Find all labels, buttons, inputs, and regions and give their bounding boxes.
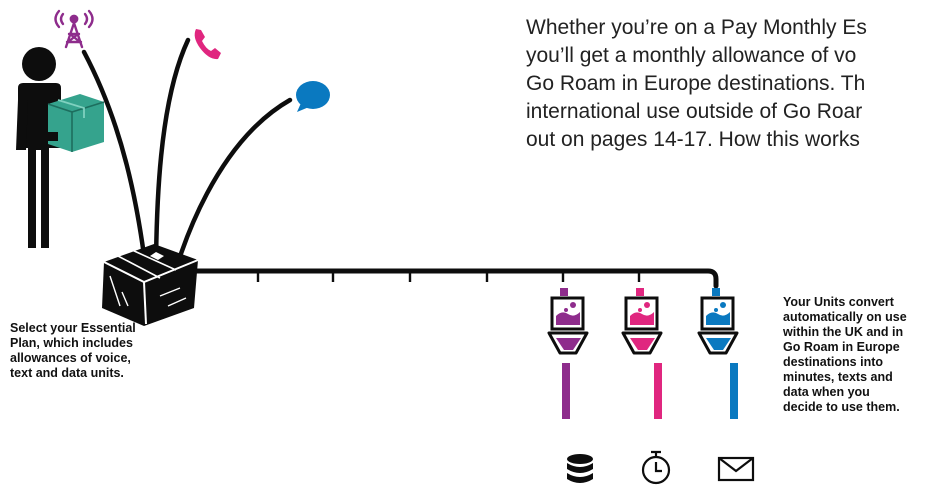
person-figure — [16, 47, 104, 248]
intro-line: out on pages 14-17. How this works — [526, 126, 951, 154]
converter-data — [549, 288, 587, 419]
caption-line: data when you — [783, 385, 951, 400]
database-icon — [567, 454, 593, 483]
caption-line: Select your Essential — [10, 321, 210, 336]
caption-line: decide to use them. — [783, 400, 951, 415]
units-convert-caption: Your Units convert automatically on use … — [783, 295, 951, 415]
antenna-icon — [56, 11, 93, 47]
caption-line: within the UK and in — [783, 325, 951, 340]
intro-line: Whether you’re on a Pay Monthly Es — [526, 14, 951, 42]
caption-line: Go Roam in Europe — [783, 340, 951, 355]
stopwatch-icon — [643, 452, 669, 483]
caption-line: allowances of voice, — [10, 351, 210, 366]
select-plan-caption: Select your Essential Plan, which includ… — [10, 321, 210, 381]
envelope-icon — [719, 458, 753, 480]
caption-line: minutes, texts and — [783, 370, 951, 385]
parcel-icon — [48, 94, 104, 152]
timeline-line — [196, 271, 716, 286]
intro-line: Go Roam in Europe destinations. Th — [526, 70, 951, 98]
caption-line: Your Units convert — [783, 295, 951, 310]
caption-line: automatically on use — [783, 310, 951, 325]
caption-line: destinations into — [783, 355, 951, 370]
intro-paragraph: Whether you’re on a Pay Monthly Es you’l… — [526, 14, 951, 154]
plan-box-icon — [102, 244, 198, 326]
chat-bubble-icon — [296, 81, 330, 112]
converter-texts — [699, 288, 738, 419]
caption-line: Plan, which includes — [10, 336, 210, 351]
intro-line: you’ll get a monthly allowance of vo — [526, 42, 951, 70]
converter-minutes — [623, 288, 662, 419]
caption-line: text and data units. — [10, 366, 210, 381]
intro-line: international use outside of Go Roar — [526, 98, 951, 126]
phone-icon — [195, 29, 221, 59]
